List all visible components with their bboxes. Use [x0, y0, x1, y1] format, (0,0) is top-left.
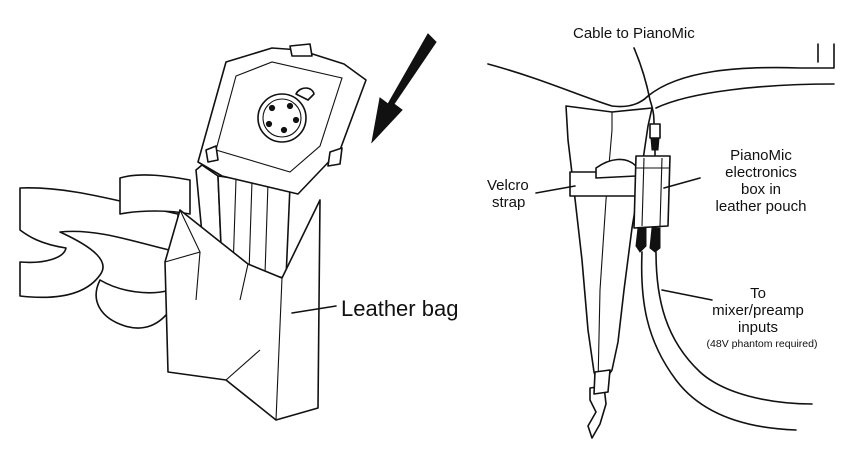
leather-bag-label: Leather bag	[341, 296, 458, 321]
piano-lid-edge	[487, 43, 835, 108]
cable-to-pianomic	[633, 47, 655, 125]
electronics-box-pouch	[633, 155, 671, 229]
electronics-box	[195, 43, 367, 279]
left-figure: Leather bag	[19, 33, 458, 421]
strap-loop	[119, 174, 191, 215]
strap-tail	[95, 279, 171, 329]
bag-leader-line	[291, 305, 337, 314]
arrow-icon	[371, 33, 437, 144]
output-cable-1	[640, 251, 797, 431]
velcro-label-2: strap	[492, 194, 525, 211]
to-label: To	[750, 285, 766, 302]
cable-label: Cable to PianoMic	[573, 25, 695, 42]
box-label-1: PianoMic	[730, 147, 792, 164]
box-label-4: leather pouch	[716, 198, 807, 215]
leather-bag	[164, 199, 321, 421]
box-label-2: electronics	[725, 164, 797, 181]
right-figure: Cable to PianoMic Velcro strap PianoMic …	[487, 25, 835, 439]
phantom-label: (48V phantom required)	[707, 338, 818, 350]
mixer-label: mixer/preamp	[712, 302, 804, 319]
xlr-connector-icon	[257, 87, 315, 143]
velcro-leader	[535, 185, 576, 194]
mixer-leader	[661, 289, 713, 301]
inputs-label: inputs	[738, 319, 778, 336]
velcro-label-1: Velcro	[487, 177, 529, 194]
output-cable-2	[655, 251, 813, 405]
box-leader	[663, 177, 701, 189]
box-label-3: box in	[741, 181, 781, 198]
